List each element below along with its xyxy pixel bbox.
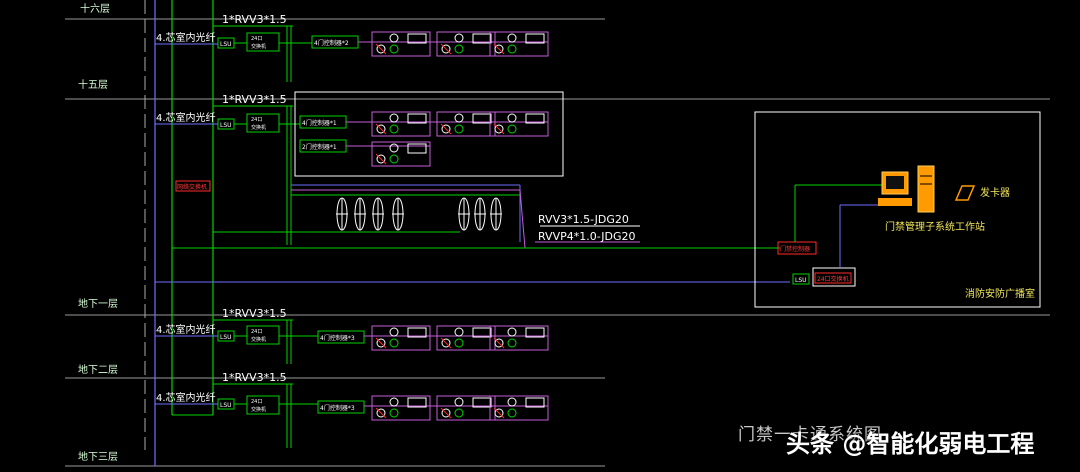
watermark-title: 门禁一卡通系统图 — [738, 425, 882, 445]
floor15-enclosure — [294, 91, 564, 177]
svg-text:LSU: LSU — [220, 122, 232, 129]
svg-text:24口: 24口 — [251, 329, 262, 335]
door-module — [436, 31, 496, 57]
card-issuer-icon — [954, 185, 976, 201]
svg-text:LSU: LSU — [220, 402, 232, 409]
control-room-frame — [754, 111, 1041, 308]
bus-card-readers — [336, 197, 502, 231]
riser-cable-15: 4.芯室内光纤 — [156, 111, 216, 124]
red-network-switch-label: 网络交换机 — [177, 183, 207, 191]
cable-label-16: 1*RVV3*1.5 — [222, 13, 287, 26]
branch-label-15a: 4门控制器*1 — [302, 119, 337, 127]
cable-label-15: 1*RVV3*1.5 — [222, 93, 287, 106]
svg-text:LSU: LSU — [220, 334, 232, 341]
main-bus: RVV3*1.5-JDG20 RVVP4*1.0-JDG20 — [155, 184, 790, 283]
door-controller-modules — [371, 31, 549, 421]
door-module — [489, 31, 549, 57]
bus-reader-icon — [474, 197, 486, 231]
floor-label-b1: 地下一层 — [78, 297, 118, 310]
floor-label-b3: 地下三层 — [78, 450, 118, 463]
control-room-title: 消防安防广播室 — [965, 287, 1035, 300]
riser — [144, 0, 214, 466]
floor-16-group: 1*RVV3*1.5 4.芯室内光纤 LSU 24口 交换机 4门控制器*2 — [155, 13, 548, 82]
workstation-label: 门禁管理子系统工作站 — [885, 220, 985, 233]
cable-label-b1: 1*RVV3*1.5 — [222, 307, 287, 320]
svg-text:交换机: 交换机 — [251, 124, 266, 131]
riser-cable-b2: 4.芯室内光纤 — [156, 391, 216, 404]
red-network-switch — [175, 180, 211, 192]
door-module — [436, 395, 496, 421]
switch-box — [246, 32, 280, 52]
floor-labels: 十六层 十五层 地下一层 地下二层 地下三层 — [78, 2, 118, 463]
svg-text:LSU: LSU — [795, 277, 807, 284]
card-issuer-label: 发卡器 — [980, 186, 1010, 199]
door-module — [489, 111, 549, 137]
workstation-icon — [878, 165, 935, 213]
door-module — [489, 325, 549, 351]
riser-cable-b1: 4.芯室内光纤 — [156, 323, 216, 336]
door-module — [371, 111, 431, 137]
bus-reader-icon — [392, 197, 404, 231]
floor-label-b2: 地下二层 — [78, 363, 118, 376]
floor-label-16: 十六层 — [80, 2, 110, 15]
red-controller-label: 门禁控制器 — [780, 245, 810, 253]
floor-15-group: 1*RVV3*1.5 4.芯室内光纤 LSU 24口 交换机 4门控制器*1 2… — [155, 91, 564, 245]
bus-reader-icon — [458, 197, 470, 231]
floor-b1-group: 1*RVV3*1.5 4.芯室内光纤 LSU 24口 交换机 4门控制器*3 — [155, 307, 548, 364]
door-module — [489, 395, 549, 421]
door-module — [436, 325, 496, 351]
control-room: 消防安防广播室 门禁控制器 LSU 24口交换机 门禁管理子系统工作站 发卡器 — [754, 111, 1041, 308]
watermark-brand: 头条 @智能化弱电工程 — [786, 430, 1035, 458]
bus-cable-label-2: RVVP4*1.0-JDG20 — [538, 230, 636, 243]
red-switch-label: 24口交换机 — [817, 275, 849, 283]
cable-label-b2: 1*RVV3*1.5 — [222, 371, 287, 384]
svg-text:交换机: 交换机 — [251, 406, 266, 413]
branch-label-b1: 4门控制器*3 — [320, 334, 355, 342]
bus-reader-icon — [354, 197, 366, 231]
svg-text:LSU: LSU — [220, 41, 232, 48]
branch-label-16: 4门控制器*2 — [314, 39, 349, 47]
svg-text:24口: 24口 — [251, 399, 262, 405]
door-module — [436, 111, 496, 137]
branch-label-b2: 4门控制器*3 — [320, 404, 355, 412]
floor-label-15: 十五层 — [78, 78, 108, 91]
svg-text:24口: 24口 — [251, 117, 262, 123]
branch-label-15b: 2门控制器*1 — [302, 143, 337, 151]
bus-cable-label-1: RVV3*1.5-JDG20 — [538, 213, 629, 226]
bus-reader-icon — [372, 197, 384, 231]
svg-text:交换机: 交换机 — [251, 43, 266, 50]
svg-text:交换机: 交换机 — [251, 336, 266, 343]
door-module — [371, 395, 431, 421]
bus-reader-icon — [336, 197, 348, 231]
riser-cable-16: 4.芯室内光纤 — [156, 31, 216, 44]
svg-text:24口: 24口 — [251, 36, 262, 42]
door-module — [371, 325, 431, 351]
bus-reader-icon — [490, 197, 502, 231]
door-module — [371, 141, 431, 167]
floor-b2-group: 1*RVV3*1.5 4.芯室内光纤 LSU 24口 交换机 4门控制器*3 — [155, 371, 548, 448]
door-module — [371, 31, 431, 57]
